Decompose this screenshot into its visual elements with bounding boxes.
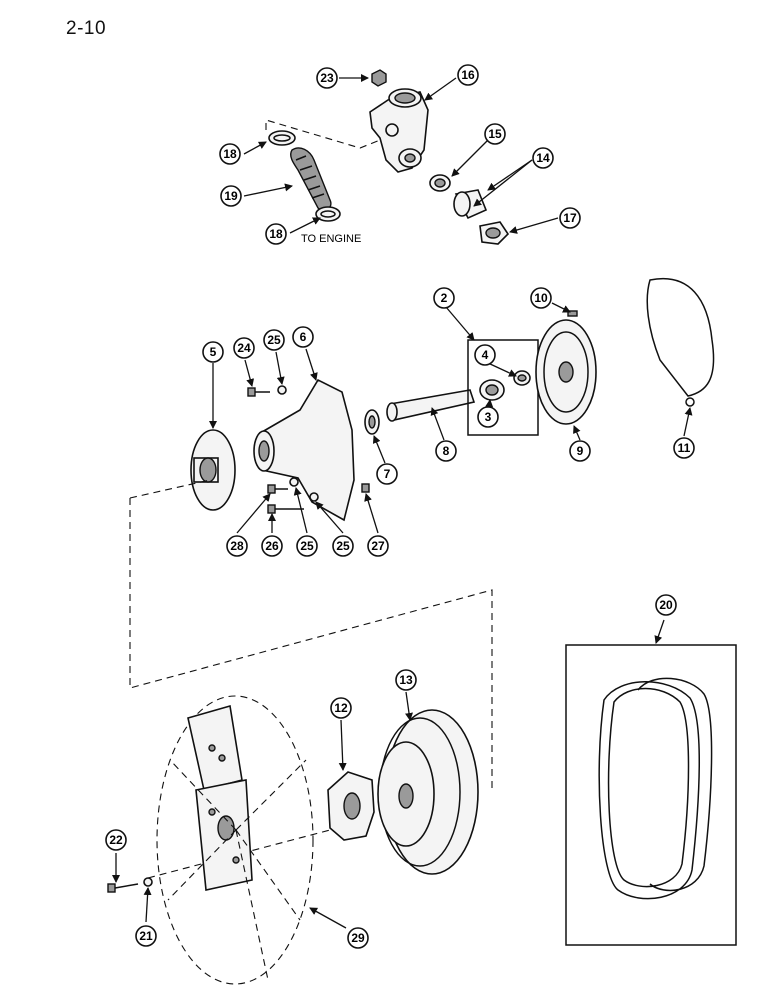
callout-12: 12	[330, 697, 352, 719]
svg-text:10: 10	[534, 291, 548, 305]
svg-text:21: 21	[139, 929, 153, 943]
pump-pulley-hub-part-5	[190, 429, 236, 511]
seal-part-7	[364, 409, 380, 435]
svg-text:3: 3	[485, 410, 492, 424]
svg-text:12: 12	[334, 701, 348, 715]
plug-part-10	[567, 310, 578, 317]
callout-13: 13	[395, 669, 417, 691]
svg-text:18: 18	[223, 147, 237, 161]
hose-clamp-part-18-upper	[268, 130, 296, 146]
callout-15: 15	[484, 123, 506, 145]
hose-clamp-part-18-lower	[315, 206, 341, 222]
callout-22: 22	[105, 829, 127, 851]
callout-5: 5	[202, 341, 224, 363]
svg-text:26: 26	[265, 539, 279, 553]
callout-19: 19	[220, 185, 242, 207]
washer-part-21	[143, 877, 153, 887]
svg-text:25: 25	[267, 333, 281, 347]
bolts-lower-parts-25-28	[267, 477, 370, 514]
svg-text:17: 17	[563, 211, 577, 225]
gasket-part-11	[646, 277, 715, 407]
callout-11: 11	[673, 437, 695, 459]
svg-text:8: 8	[443, 444, 450, 458]
callout-25-lower-a: 25	[296, 535, 318, 557]
svg-text:28: 28	[230, 539, 244, 553]
svg-text:4: 4	[482, 348, 489, 362]
svg-text:22: 22	[109, 833, 123, 847]
hose-part-19	[289, 147, 332, 212]
callout-16: 16	[457, 64, 479, 86]
pump-housing-part-6	[253, 378, 355, 522]
callout-2: 2	[433, 287, 455, 309]
svg-text:27: 27	[371, 539, 385, 553]
svg-text:15: 15	[488, 127, 502, 141]
callout-10: 10	[530, 287, 552, 309]
callout-23: 23	[316, 67, 338, 89]
washer-part-25-upper	[277, 385, 287, 395]
svg-text:13: 13	[399, 673, 413, 687]
to-engine-note: TO ENGINE	[301, 233, 361, 245]
fan-part-29	[156, 695, 314, 985]
thermostat-part-14	[453, 189, 488, 220]
callout-21: 21	[135, 925, 157, 947]
callout-9: 9	[569, 440, 591, 462]
callout-26: 26	[261, 535, 283, 557]
callout-8: 8	[435, 440, 457, 462]
callout-4: 4	[474, 344, 496, 366]
svg-text:23: 23	[320, 71, 334, 85]
page-number: 2-10	[66, 18, 107, 39]
callout-28: 28	[226, 535, 248, 557]
bolt-part-22	[107, 883, 139, 893]
gasket-part-15	[429, 174, 451, 192]
svg-text:11: 11	[678, 441, 691, 455]
gasket-part-17	[479, 221, 510, 245]
svg-text:29: 29	[351, 931, 365, 945]
callout-24: 24	[233, 337, 255, 359]
svg-text:16: 16	[461, 68, 475, 82]
callout-20: 20	[655, 594, 677, 616]
belt-set-box-part-20	[565, 644, 737, 946]
callout-29: 29	[347, 927, 369, 949]
callout-25-lower-b: 25	[332, 535, 354, 557]
svg-text:7: 7	[384, 467, 391, 481]
nut-part-23	[371, 69, 387, 87]
pulley-part-13	[377, 709, 479, 875]
svg-text:5: 5	[210, 345, 217, 359]
callout-3: 3	[477, 406, 499, 428]
bearing-part-3	[479, 379, 505, 401]
callout-27: 27	[367, 535, 389, 557]
water-outlet-housing-part-16	[369, 88, 429, 173]
svg-text:18: 18	[269, 227, 283, 241]
callout-17: 17	[559, 207, 581, 229]
callout-7: 7	[376, 463, 398, 485]
svg-text:24: 24	[237, 341, 251, 355]
callout-18-lower: 18	[265, 223, 287, 245]
seal-ring-part-4	[513, 370, 531, 386]
callout-14: 14	[532, 147, 554, 169]
svg-text:25: 25	[336, 539, 350, 553]
svg-text:19: 19	[224, 189, 238, 203]
spacer-part-12	[327, 771, 375, 841]
svg-text:25: 25	[300, 539, 314, 553]
svg-text:14: 14	[536, 151, 550, 165]
impeller-part-9	[535, 319, 597, 425]
svg-text:20: 20	[659, 598, 673, 612]
bolt-part-24	[247, 387, 270, 397]
callout-25-upper: 25	[263, 329, 285, 351]
callout-6: 6	[292, 326, 314, 348]
svg-text:9: 9	[577, 444, 584, 458]
shaft-part-8	[386, 389, 476, 422]
svg-text:6: 6	[300, 330, 307, 344]
callout-18-upper: 18	[219, 143, 241, 165]
svg-text:2: 2	[441, 291, 448, 305]
